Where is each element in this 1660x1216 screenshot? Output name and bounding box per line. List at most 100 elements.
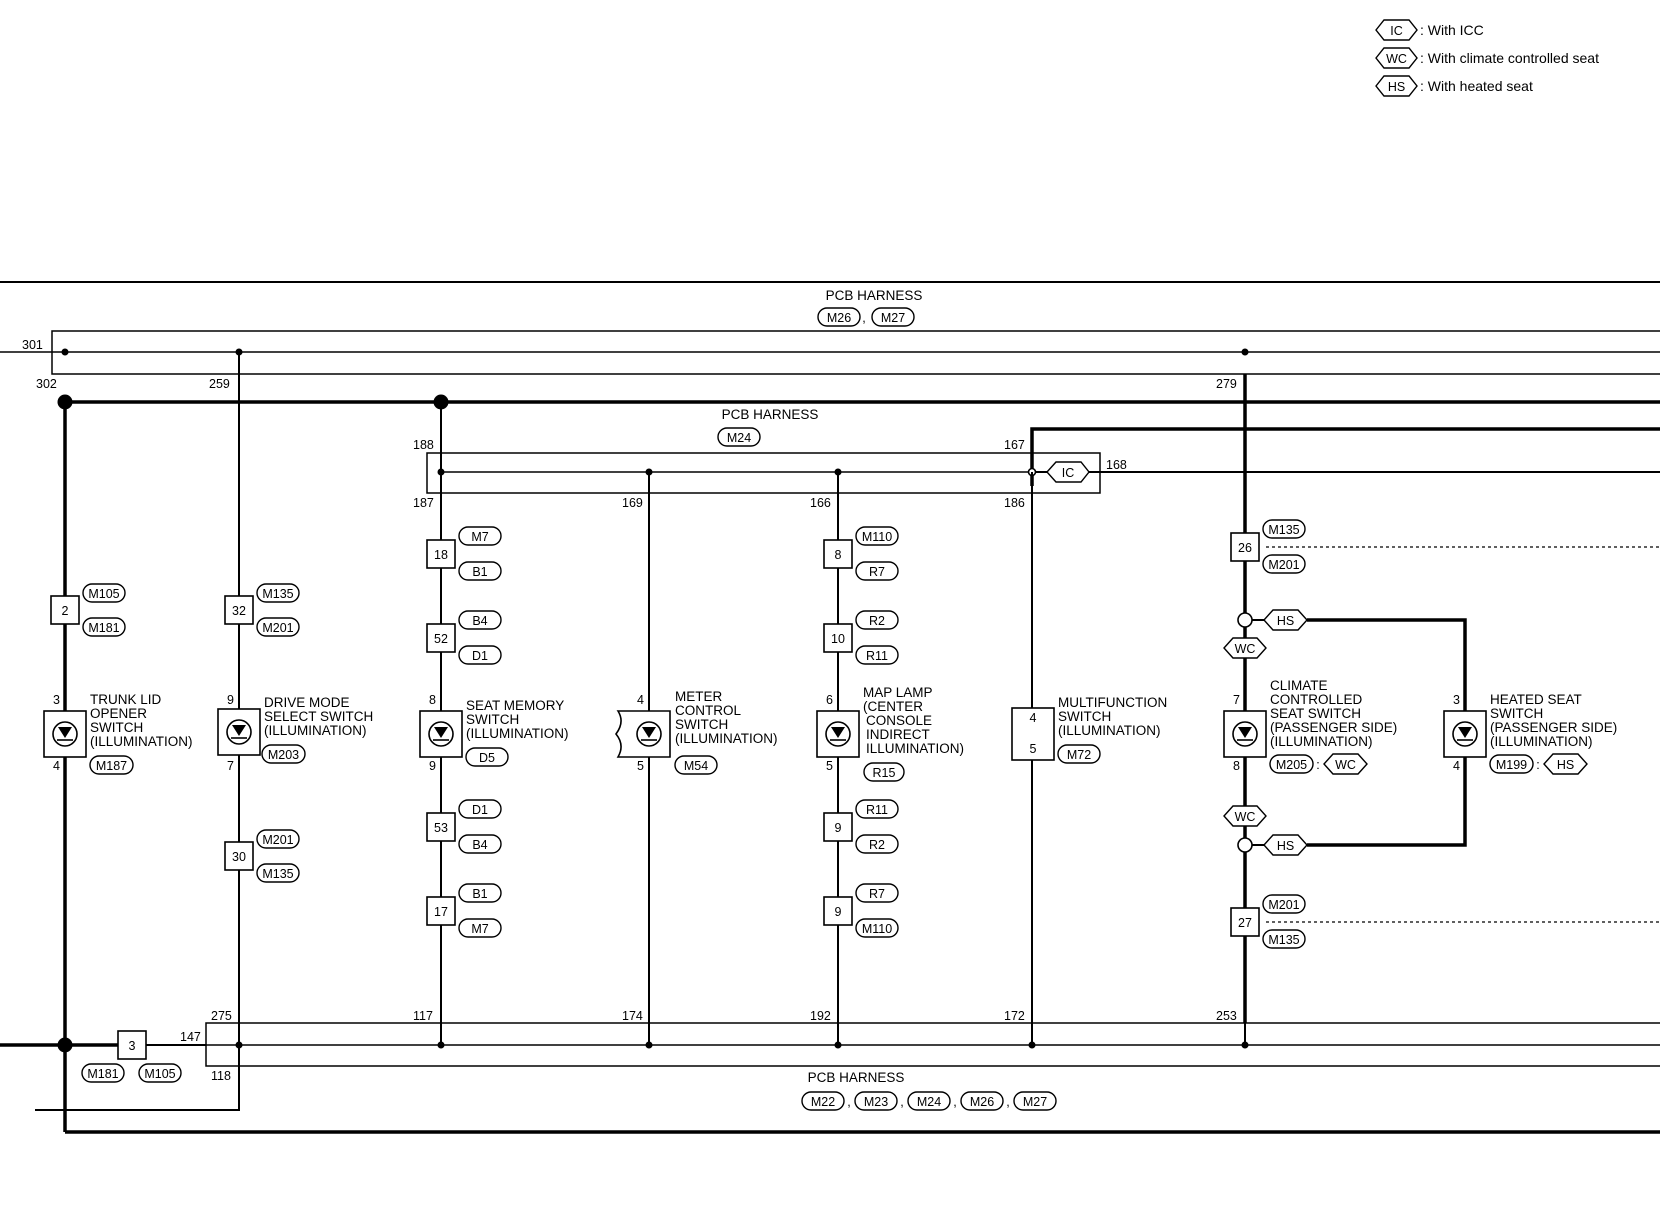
- climate-controlled-seat-switch: 7 8 CLIMATE CONTROLLED SEAT SWITCH (PASS…: [1223, 678, 1397, 775]
- svg-text:WC: WC: [1335, 758, 1356, 772]
- svg-text:4: 4: [637, 693, 644, 707]
- svg-text:M135: M135: [1268, 523, 1299, 537]
- svg-text:SWITCH: SWITCH: [1058, 709, 1111, 724]
- harness-mid-box: [426, 452, 1101, 494]
- svg-text:R2: R2: [869, 614, 885, 628]
- svg-text:(ILLUMINATION): (ILLUMINATION): [90, 734, 193, 749]
- svg-text:M201: M201: [1268, 558, 1299, 572]
- svg-text:2: 2: [62, 604, 69, 618]
- svg-text:M135: M135: [262, 867, 293, 881]
- svg-text:172: 172: [1004, 1009, 1025, 1023]
- svg-text:M54: M54: [684, 759, 708, 773]
- svg-text:,: ,: [953, 1095, 956, 1109]
- connector-m24: [717, 427, 761, 447]
- svg-text:M205: M205: [1276, 758, 1307, 772]
- svg-text:M7: M7: [471, 922, 488, 936]
- svg-text:HEATED SEAT: HEATED SEAT: [1490, 692, 1582, 707]
- svg-text:DRIVE MODE: DRIVE MODE: [264, 695, 350, 710]
- svg-text:: With climate controlled seat: : With climate controlled seat: [1420, 50, 1599, 66]
- svg-text:INDIRECT: INDIRECT: [866, 727, 930, 742]
- svg-text:169: 169: [622, 496, 643, 510]
- svg-text:: With heated seat: : With heated seat: [1420, 78, 1533, 94]
- svg-text:M135: M135: [262, 587, 293, 601]
- svg-text:(ILLUMINATION): (ILLUMINATION): [466, 726, 569, 741]
- svg-text:B4: B4: [472, 838, 487, 852]
- harness-bottom: 3 M181 M105 275 147 118 117 174 192 172 …: [0, 1009, 1660, 1111]
- svg-text:SWITCH: SWITCH: [466, 712, 519, 727]
- svg-text:30: 30: [232, 850, 246, 864]
- svg-text:,: ,: [847, 1095, 850, 1109]
- inline-connector: 26 M135 M201: [1230, 519, 1306, 574]
- svg-text:(PASSENGER SIDE): (PASSENGER SIDE): [1490, 720, 1617, 735]
- svg-text:9: 9: [835, 821, 842, 835]
- svg-text:M201: M201: [262, 621, 293, 635]
- svg-text:R7: R7: [869, 565, 885, 579]
- legend-item-hs: HS : With heated seat: [1375, 75, 1533, 97]
- svg-text:6: 6: [826, 693, 833, 707]
- svg-text:3: 3: [1453, 693, 1460, 707]
- harness-top-title: PCB HARNESS: [826, 288, 923, 303]
- svg-text:M7: M7: [471, 530, 488, 544]
- svg-text:SWITCH: SWITCH: [90, 720, 143, 735]
- trunk-lid-switch: 3 4 TRUNK LID OPENER SWITCH (ILLUMINATIO…: [43, 692, 193, 775]
- svg-text:M110: M110: [862, 530, 892, 544]
- svg-text:(PASSENGER SIDE): (PASSENGER SIDE): [1270, 720, 1397, 735]
- svg-text:186: 186: [1004, 496, 1025, 510]
- svg-text:M26: M26: [827, 311, 851, 325]
- svg-text:M23: M23: [864, 1095, 888, 1109]
- svg-text:M135: M135: [1268, 933, 1299, 947]
- svg-text:(ILLUMINATION): (ILLUMINATION): [1490, 734, 1593, 749]
- multifunction-switch: 4 5 MULTIFUNCTION SWITCH (ILLUMINATION) …: [1011, 695, 1167, 764]
- svg-text:259: 259: [209, 377, 230, 391]
- heated-seat-switch: 3 4 HEATED SEAT SWITCH (PASSENGER SIDE) …: [1443, 692, 1617, 775]
- inline-connector: 10 R2 R11: [823, 610, 899, 665]
- svg-text:SEAT SWITCH: SEAT SWITCH: [1270, 706, 1361, 721]
- map-lamp-switch: 6 5 MAP LAMP (CENTER CONSOLE INDIRECT IL…: [816, 685, 964, 782]
- drive-mode-select-switch: 9 7 DRIVE MODE SELECT SWITCH (ILLUMINATI…: [217, 693, 373, 773]
- joint-connector: [117, 1030, 147, 1060]
- ic-feed-line: [1030, 427, 1660, 486]
- inline-connector: 52 B4 D1: [426, 610, 502, 665]
- inline-connector: 30 M201 M135: [224, 829, 300, 883]
- svg-text:M105: M105: [88, 587, 119, 601]
- legend-item-ic: IC : With ICC: [1375, 19, 1484, 41]
- svg-text:(ILLUMINATION): (ILLUMINATION): [264, 723, 367, 738]
- svg-text:R15: R15: [873, 766, 896, 780]
- harness-mid: PCB HARNESS M24 IC 188 187 169 166 167 1…: [413, 407, 1660, 510]
- svg-text:CONSOLE: CONSOLE: [866, 713, 932, 728]
- svg-text:IC: IC: [1062, 466, 1075, 480]
- svg-text:HS: HS: [1277, 839, 1294, 853]
- svg-text:CONTROL: CONTROL: [675, 703, 741, 718]
- svg-text:M72: M72: [1067, 748, 1091, 762]
- svg-text:M181: M181: [87, 1067, 118, 1081]
- svg-text:10: 10: [831, 632, 845, 646]
- svg-text:5: 5: [826, 759, 833, 773]
- svg-text:5: 5: [1030, 742, 1037, 756]
- svg-text:WC: WC: [1235, 642, 1256, 656]
- svg-text:7: 7: [227, 759, 234, 773]
- svg-text:R7: R7: [869, 887, 885, 901]
- svg-text:9: 9: [227, 693, 234, 707]
- svg-text:168: 168: [1106, 458, 1127, 472]
- seat-memory-switch: 8 9 SEAT MEMORY SWITCH (ILLUMINATION) D5: [419, 693, 569, 773]
- svg-text:8: 8: [835, 548, 842, 562]
- svg-text:MAP LAMP: MAP LAMP: [863, 685, 933, 700]
- svg-text:(ILLUMINATION): (ILLUMINATION): [1058, 723, 1161, 738]
- svg-text:SELECT SWITCH: SELECT SWITCH: [264, 709, 373, 724]
- meter-control-switch: 4 5 METER CONTROL SWITCH (ILLUMINATION) …: [614, 689, 778, 775]
- svg-text:PCB HARNESS: PCB HARNESS: [808, 1070, 905, 1085]
- connector-m27: [871, 307, 915, 327]
- svg-text:M203: M203: [268, 748, 299, 762]
- svg-text:B1: B1: [472, 565, 487, 579]
- svg-text:26: 26: [1238, 541, 1252, 555]
- svg-text:147: 147: [180, 1030, 201, 1044]
- svg-text:CONTROLLED: CONTROLLED: [1270, 692, 1363, 707]
- svg-text:D1: D1: [472, 649, 488, 663]
- inline-connector: 8 M110 R7: [823, 526, 899, 581]
- svg-text:(ILLUMINATION): (ILLUMINATION): [1270, 734, 1373, 749]
- svg-text:117: 117: [413, 1009, 433, 1023]
- inline-connector: 9 R11 R2: [823, 799, 899, 854]
- inline-connector: 2 M105 M181: [50, 583, 126, 637]
- svg-text:(ILLUMINATION): (ILLUMINATION): [675, 731, 778, 746]
